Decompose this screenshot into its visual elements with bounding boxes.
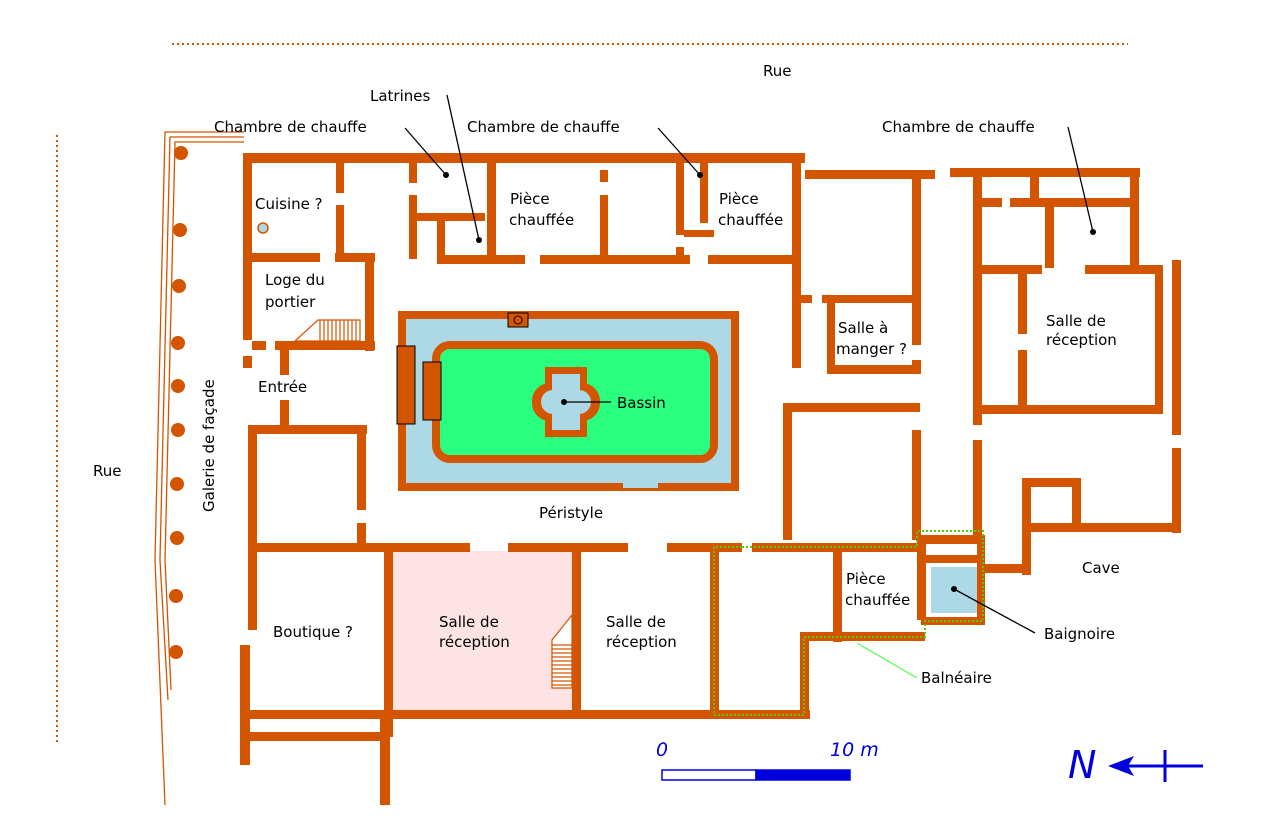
facade-gallery	[154, 131, 244, 806]
label-latrines: Latrines	[370, 87, 431, 105]
label-piece-chauffee-2-line1: Pièce	[719, 190, 759, 208]
label-galerie: Galerie de façade	[200, 379, 218, 512]
north-label: N	[1068, 743, 1096, 787]
label-peristyle: Péristyle	[539, 504, 603, 522]
kitchen-well	[257, 222, 269, 234]
label-reception-mid-line2: réception	[606, 633, 677, 651]
balneaire-outline	[713, 530, 984, 716]
label-salle-manger-line2: manger ?	[836, 340, 907, 358]
label-cuisine: Cuisine ?	[255, 195, 323, 213]
label-piece-chauffee-3-line2: chauffée	[845, 591, 910, 609]
label-rue-left: Rue	[93, 462, 121, 480]
label-reception-ne-line1: Salle de	[1046, 312, 1106, 330]
label-baignoire: Baignoire	[1044, 625, 1115, 643]
label-chauffe-3: Chambre de chauffe	[882, 118, 1035, 136]
leader-dots	[443, 172, 1096, 592]
label-balneaire: Balnéaire	[921, 669, 992, 687]
label-reception-pink-line2: réception	[439, 633, 510, 651]
walls	[240, 153, 1181, 805]
label-cave: Cave	[1082, 559, 1120, 577]
label-boutique: Boutique ?	[273, 623, 353, 641]
gallery-columns	[169, 146, 188, 659]
label-rue-top: Rue	[763, 62, 791, 80]
label-piece-chauffee-1-line1: Pièce	[510, 190, 550, 208]
scale-start-label: 0	[656, 739, 668, 761]
label-salle-manger-line1: Salle à	[838, 319, 888, 337]
label-loge-line1: Loge du	[265, 271, 325, 289]
label-reception-ne-line2: réception	[1046, 331, 1117, 349]
staircase-loge	[293, 319, 361, 342]
label-piece-chauffee-3-line1: Pièce	[846, 570, 886, 588]
label-reception-mid-line1: Salle de	[606, 613, 666, 631]
label-chauffe-1: Chambre de chauffe	[214, 118, 367, 136]
label-loge-line2: portier	[265, 293, 316, 311]
staircase-reception	[551, 613, 573, 689]
label-chauffe-2: Chambre de chauffe	[467, 118, 620, 136]
leader-lines	[404, 94, 1094, 679]
label-entree: Entrée	[258, 378, 307, 396]
balneaire-leader	[856, 642, 918, 679]
reception-room-fill	[393, 551, 573, 711]
scale-bar	[661, 769, 851, 781]
label-reception-pink-line1: Salle de	[439, 613, 499, 631]
north-arrow-icon	[1108, 750, 1203, 782]
label-bassin: Bassin	[617, 394, 666, 412]
label-piece-chauffee-2-line2: chauffée	[718, 211, 783, 229]
label-piece-chauffee-1-line2: chauffée	[509, 211, 574, 229]
scale-end-label: 10 m	[830, 739, 879, 761]
